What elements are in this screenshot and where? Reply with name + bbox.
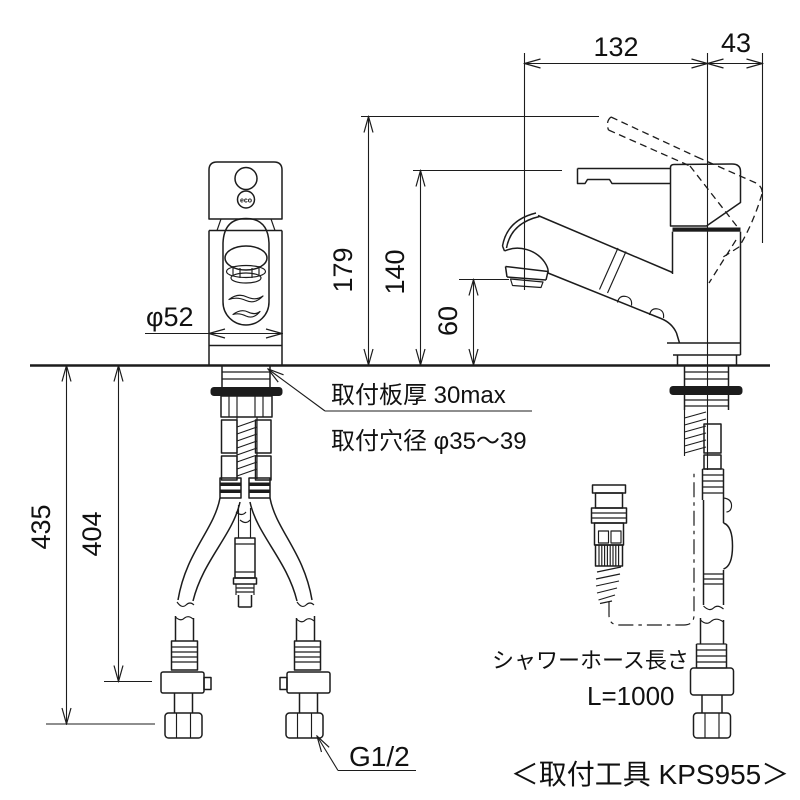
dim-label-435: 435 (26, 504, 56, 549)
dim-label-43: 43 (721, 28, 751, 58)
mount-hole-diameter-label: 取付穴径 φ35〜39 (331, 428, 527, 455)
hose-guide (616, 295, 633, 306)
aerator-face (509, 278, 544, 289)
hex-nut (692, 712, 732, 739)
side-under-counter (669, 365, 743, 739)
supply-hoses (174, 497, 316, 641)
threaded-shank (683, 410, 707, 456)
dim-label-140: 140 (380, 249, 410, 294)
side-body (501, 163, 742, 365)
water-stream-mark (232, 310, 261, 318)
side-view (501, 116, 763, 739)
hose-couplings (219, 477, 271, 499)
annotations: 取付板厚 30max 取付穴径 φ35〜39 G1/2 シャワーホース長さ L=… (268, 369, 789, 790)
lever-handle (576, 167, 671, 185)
pullout-spray-wand (501, 212, 681, 344)
lock-nut (220, 395, 273, 418)
dim-spout-clearance: 60 (433, 280, 509, 366)
front-body: eco (208, 161, 283, 365)
front-spout-opening (224, 245, 268, 271)
water-stream-mark (228, 294, 264, 303)
hose-guide (648, 308, 665, 319)
body-ring (672, 227, 741, 232)
shower-hose (689, 468, 735, 739)
dim-under-counter-hose: 404 (77, 366, 152, 682)
spray-head-dome (504, 247, 549, 273)
dim-label-phi52: φ52 (146, 302, 194, 332)
hose-weight (232, 505, 258, 608)
handle-raised-ghost (606, 116, 763, 284)
dim-label-179: 179 (328, 247, 358, 292)
hose-clip (723, 522, 734, 570)
mounting-note: 取付板厚 30max 取付穴径 φ35〜39 (268, 369, 532, 455)
thread-note: G1/2 (317, 736, 416, 772)
eco-badge-ring (236, 190, 256, 209)
threaded-shank (236, 417, 258, 479)
dimensions: 132 43 179 140 60 435 404 (26, 28, 763, 724)
mount-plate-thickness-label: 取付板厚 30max (331, 382, 506, 409)
mounting-flange (210, 387, 283, 396)
mounting-flange (669, 386, 743, 395)
dim-under-counter-total: 435 (26, 366, 155, 725)
quick-connector (590, 484, 628, 605)
hose-end-connectors (160, 640, 331, 739)
dim-height-handle: 140 (380, 171, 562, 366)
shower-hose-label: シャワーホース長さ (492, 648, 689, 673)
hex-nut (285, 712, 324, 739)
front-view: eco (160, 161, 331, 739)
eco-badge-label: eco (240, 197, 252, 204)
handle-cap (669, 163, 742, 227)
front-under-counter (160, 365, 331, 739)
dim-label-132: 132 (593, 32, 638, 62)
shower-hose-length: L=1000 (587, 681, 674, 711)
dim-label-60: 60 (433, 306, 463, 336)
dim-body-diameter: φ52 (145, 302, 282, 334)
dim-height-handle-raised: 179 (328, 117, 599, 366)
tool-note: ＜取付工具 KPS955＞ (511, 759, 790, 790)
front-spout-housing (222, 217, 270, 326)
dim-label-404: 404 (77, 511, 107, 556)
thread-size-label: G1/2 (349, 741, 410, 772)
connector-hose-tail (595, 566, 622, 605)
shower-hose-note: シャワーホース長さ L=1000 (492, 648, 689, 711)
hex-nut (164, 712, 203, 739)
hose-route-centerline (608, 470, 695, 626)
dim-spout-reach: 132 43 (525, 28, 763, 470)
